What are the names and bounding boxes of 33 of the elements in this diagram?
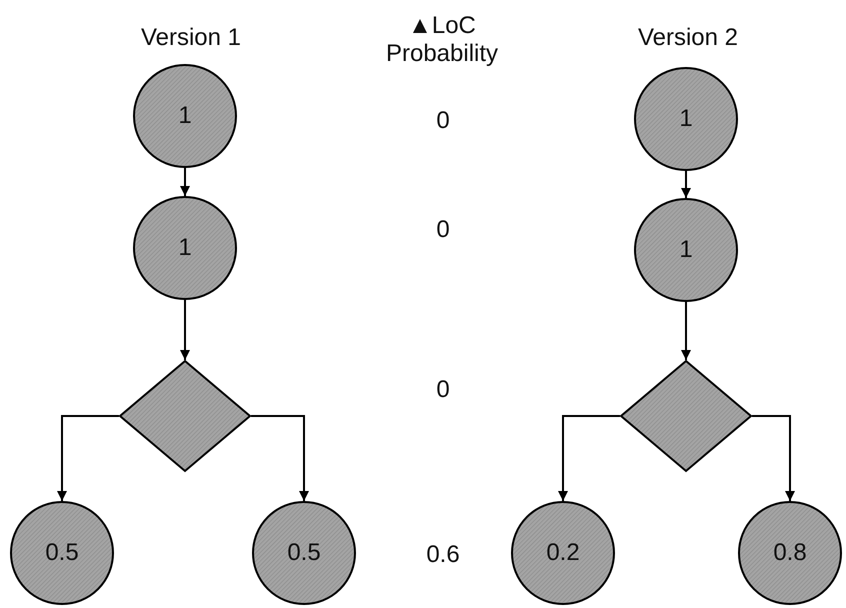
node-circle bbox=[133, 64, 237, 168]
arrow bbox=[180, 300, 190, 360]
version-heading: Version 2 bbox=[636, 24, 740, 52]
arrow bbox=[251, 415, 309, 501]
column-heading: ▲LoC Probability bbox=[384, 12, 500, 68]
arrow bbox=[752, 415, 795, 501]
node-value: 0.5 bbox=[287, 539, 321, 567]
arrow bbox=[57, 415, 119, 501]
arrow bbox=[558, 415, 620, 501]
decision-diamond bbox=[119, 360, 251, 472]
node-circle bbox=[738, 501, 842, 605]
probability-value: 0.6 bbox=[425, 541, 461, 569]
decision-diamond bbox=[620, 360, 752, 472]
node-value: 0.2 bbox=[546, 539, 580, 567]
node-circle bbox=[133, 196, 237, 300]
node-circle bbox=[511, 501, 615, 605]
node-value: 1 bbox=[679, 236, 693, 264]
node-circle bbox=[10, 501, 114, 605]
node-value: 0.5 bbox=[45, 539, 79, 567]
node-circle bbox=[634, 198, 738, 302]
probability-value: 0 bbox=[435, 107, 451, 135]
probability-value: 0 bbox=[435, 376, 451, 404]
node-value: 1 bbox=[178, 234, 192, 262]
arrow bbox=[681, 302, 691, 360]
node-circle bbox=[252, 501, 356, 605]
node-value: 1 bbox=[679, 105, 693, 133]
node-value: 0.8 bbox=[773, 539, 807, 567]
version-heading: Version 1 bbox=[140, 24, 242, 52]
arrow bbox=[180, 168, 190, 196]
node-value: 1 bbox=[178, 102, 192, 130]
arrow bbox=[681, 171, 691, 198]
probability-value: 0 bbox=[435, 216, 451, 244]
node-circle bbox=[634, 67, 738, 171]
